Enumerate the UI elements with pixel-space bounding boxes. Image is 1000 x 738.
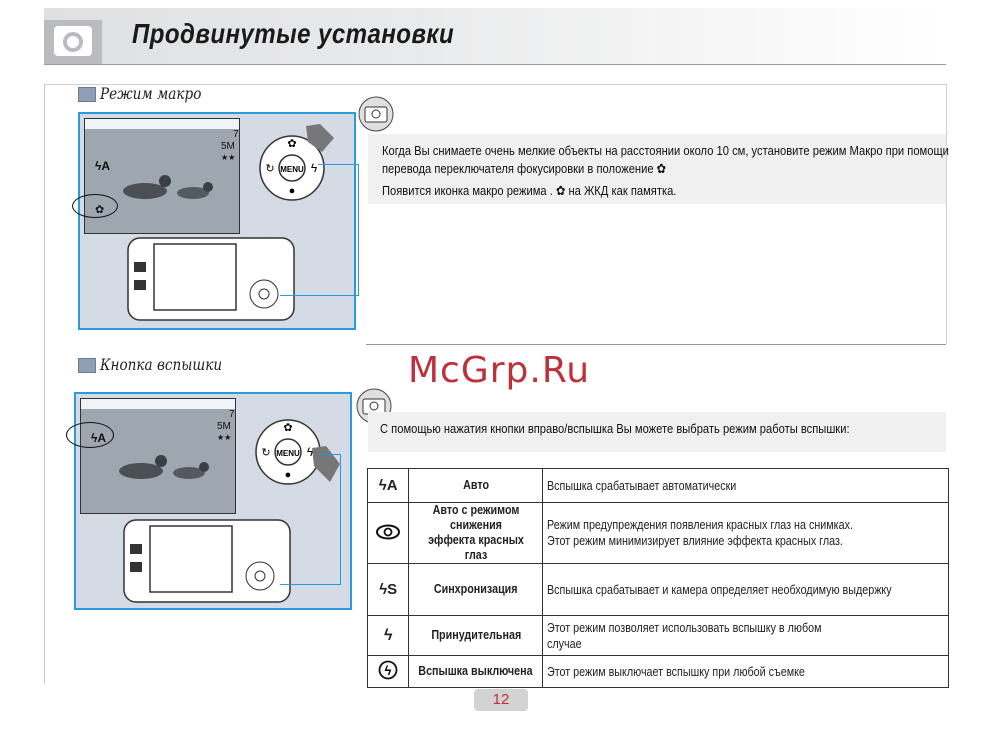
table-row: ϟ Принудительная Этот режим позволяет ис… xyxy=(366,615,949,656)
quality: ★★ xyxy=(217,433,232,442)
svg-text:✿: ✿ xyxy=(287,138,296,150)
flash-illustration: ϟA 7 5M ★★ MENU ✿ ϟ ↻ ● xyxy=(66,392,352,610)
svg-text:✿: ✿ xyxy=(283,422,292,434)
shots-count: 7 xyxy=(229,409,235,420)
shots-count: 7 xyxy=(233,129,239,140)
svg-text:↻: ↻ xyxy=(265,163,274,175)
svg-text:ϟ: ϟ xyxy=(385,663,392,678)
flash-text-block xyxy=(368,412,946,452)
section-title-macro: Режим макро xyxy=(100,84,202,103)
section-arrow-icon xyxy=(78,87,96,102)
section-title-flash: Кнопка вспышки xyxy=(100,355,223,374)
table-row: Авто с режимом снижения эффекта красных … xyxy=(366,502,949,564)
macro-icon: ✿ xyxy=(656,161,667,176)
table-row: ϟS Синхронизация Вспышка срабатывает и к… xyxy=(366,563,949,616)
header-divider xyxy=(44,64,946,65)
page-number: 12 xyxy=(474,689,528,711)
section-frame-right xyxy=(946,84,947,344)
section-divider xyxy=(366,344,946,345)
red-eye-icon xyxy=(366,502,410,564)
highlight-ellipse xyxy=(66,422,114,448)
highlight-ellipse xyxy=(72,194,118,218)
camera-header-icon xyxy=(44,20,102,64)
svg-text:ϟ: ϟ xyxy=(311,161,318,175)
watermark: McGrp.Ru xyxy=(408,350,591,391)
ducks-image xyxy=(123,175,213,199)
macro-icon: ✿ xyxy=(555,183,566,198)
ducks-image xyxy=(119,455,209,479)
svg-text:●: ● xyxy=(289,185,296,197)
section-frame-top xyxy=(44,84,946,85)
macro-text-line3: Появится иконка макро режима . ✿ на ЖКД … xyxy=(382,183,677,198)
lcd-preview: ϟA 7 5M ★★ xyxy=(80,398,236,514)
camera-back-illustration xyxy=(127,237,295,321)
resolution: 5M xyxy=(217,421,231,432)
flash-auto-icon: ϟA xyxy=(95,159,111,173)
section-frame-left xyxy=(44,84,45,684)
svg-text:↻: ↻ xyxy=(261,447,270,459)
flash-forced-icon: ϟ xyxy=(366,615,410,656)
table-row: ϟA Авто Вспышка срабатывает автоматическ… xyxy=(366,468,949,503)
macro-text-block xyxy=(368,134,946,204)
quality: ★★ xyxy=(221,153,236,162)
flash-modes-table: ϟA Авто Вспышка срабатывает автоматическ… xyxy=(366,468,949,688)
svg-text:●: ● xyxy=(285,469,292,481)
dpad-illustration: MENU ✿ ϟ ↻ ● xyxy=(259,124,334,201)
flash-sync-icon: ϟS xyxy=(366,563,410,616)
camera-back-illustration xyxy=(123,519,291,603)
dpad-illustration: MENU ✿ ϟ ↻ ● xyxy=(255,419,340,485)
macro-text-line1: Когда Вы снимаете очень мелкие объекты н… xyxy=(382,143,949,158)
svg-text:MENU: MENU xyxy=(276,449,300,458)
lcd-preview: ϟA 7 5M ★★ ✿ xyxy=(84,118,240,234)
header-band xyxy=(44,8,946,64)
table-row: ϟ Вспышка выключена Этот режим выключает… xyxy=(366,655,949,688)
flash-intro: С помощью нажатия кнопки вправо/вспышка … xyxy=(380,421,850,436)
page-title: Продвинутые установки xyxy=(132,18,455,49)
svg-text:ϟ: ϟ xyxy=(307,445,314,459)
flash-auto-icon: ϟA xyxy=(366,468,410,503)
flash-off-icon: ϟ xyxy=(366,655,410,688)
macro-illustration: ϟA 7 5M ★★ ✿ MENU ✿ ϟ ↻ ● xyxy=(72,112,356,330)
svg-text:MENU: MENU xyxy=(280,165,304,174)
resolution: 5M xyxy=(221,141,235,152)
camera-note-icon xyxy=(356,96,396,132)
section-arrow-icon xyxy=(78,358,96,373)
macro-text-line2: перевода переключателя фокусировки в пол… xyxy=(382,161,667,176)
